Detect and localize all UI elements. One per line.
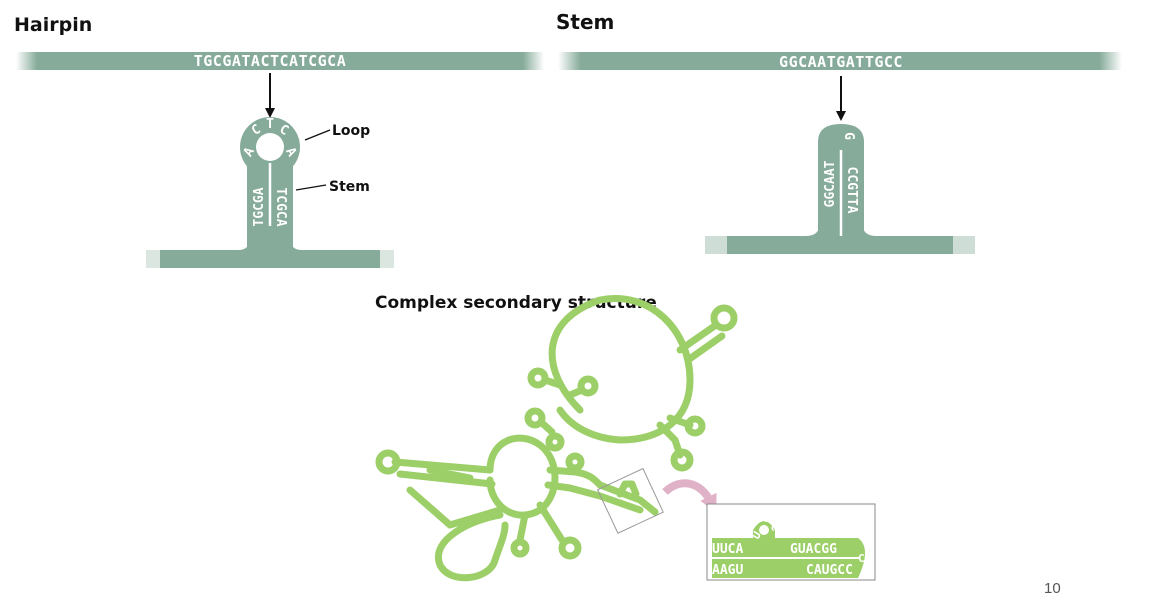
stem-right-sequence: CCGTTA: [844, 167, 859, 214]
rna-arm-left-3: [426, 466, 474, 482]
rna-loop-right-bottom: [670, 448, 694, 472]
rna-loop-left: [375, 449, 401, 475]
zoom-arrow: [662, 479, 717, 513]
rna-loop-inset-small: [565, 452, 585, 472]
rna-inset-hairpin: [616, 480, 640, 498]
rna-arm-lower-left-1: [406, 486, 454, 529]
inset-bottom-left: AAGU: [712, 563, 743, 578]
rna-bottom-loop: [434, 511, 509, 582]
inset-strand: [712, 521, 865, 578]
hairpin-top-sequence: TGCGATACTCATCGCA: [194, 52, 347, 70]
inset-panel: UUCA U A C GUACGG C AAGU CAUGCC: [706, 503, 876, 581]
hairpin-bottom-strand: [146, 226, 394, 268]
inset-top-left: UUCA: [712, 542, 743, 557]
rna-loop-upper-right: [710, 304, 738, 332]
hairpin-loop-base-3: T: [266, 117, 274, 132]
rna-arm-upper-right: [676, 321, 720, 354]
hairpin-top-strand: [16, 52, 544, 70]
page-number: 10: [1044, 580, 1061, 597]
inset-top-right: GUACGG: [790, 542, 837, 557]
hairpin-diagram: TGCGATACTCATCGCA A C T C A TGCGA TCGCA L…: [16, 52, 544, 268]
hairpin-heading: Hairpin: [14, 14, 93, 36]
complex-structure-diagram: [375, 295, 738, 582]
rna-loop-mid-left: [524, 407, 546, 429]
loop-label: Loop: [332, 123, 370, 139]
rna-arm-lower-left-2: [446, 506, 504, 529]
inset-bottom-right: CAUGCC: [806, 563, 853, 578]
rna-arm-lower-right: [536, 501, 566, 544]
rna-loop-mid-top: [545, 432, 565, 452]
rna-arm-to-inset-2: [544, 481, 644, 514]
rna-loop-lower-right: [558, 536, 582, 560]
rna-arm-mid-left: [538, 419, 556, 436]
rna-loop-right: [684, 415, 706, 437]
rna-arm-to-inset: [546, 466, 659, 516]
rna-arm-left-2: [396, 470, 496, 488]
hairpin-stem-left: TGCGA: [252, 187, 267, 226]
hairpin-fade-cap-right: [380, 250, 394, 268]
inset-loop-hole: [759, 525, 769, 535]
stem-top-sequence: GGCAATGATTGCC: [779, 53, 903, 71]
complex-highlight-box: [596, 467, 664, 534]
rna-loop-lower-mid: [510, 538, 530, 558]
stem-diagram: GGCAATGATTGCC G GGCAAT CCGTTA: [558, 52, 1122, 254]
rna-arm-upper-right-2: [684, 332, 726, 364]
rna-upper-loop: [548, 295, 694, 444]
hairpin-stem-right: TCGCA: [273, 187, 288, 226]
stem-left-sequence: GGCAAT: [823, 160, 838, 207]
inset-turn-base: C: [858, 552, 865, 565]
rna-arm-left-1: [391, 458, 494, 474]
stem-top-base: G: [841, 132, 856, 140]
stem-fade-cap-right: [953, 236, 975, 254]
stem-label-leader: [295, 184, 327, 191]
stem-top-strand: [558, 52, 1122, 70]
rna-loop-upper-mid: [577, 375, 599, 397]
rna-loop-upper-left: [527, 367, 549, 389]
stem-heading: Stem: [556, 10, 615, 34]
rna-central-loop: [486, 434, 559, 519]
rna-arm-lower-mid: [516, 511, 529, 544]
loop-label-leader: [304, 129, 331, 141]
stem-label: Stem: [329, 179, 370, 195]
hairpin-loop-hole: [256, 133, 284, 161]
inset-loop-base-2: A: [760, 512, 767, 525]
stem-bottom-strand: [705, 222, 975, 254]
stem-fade-cap-left: [705, 236, 727, 254]
hairpin-fade-cap-left: [146, 250, 160, 268]
